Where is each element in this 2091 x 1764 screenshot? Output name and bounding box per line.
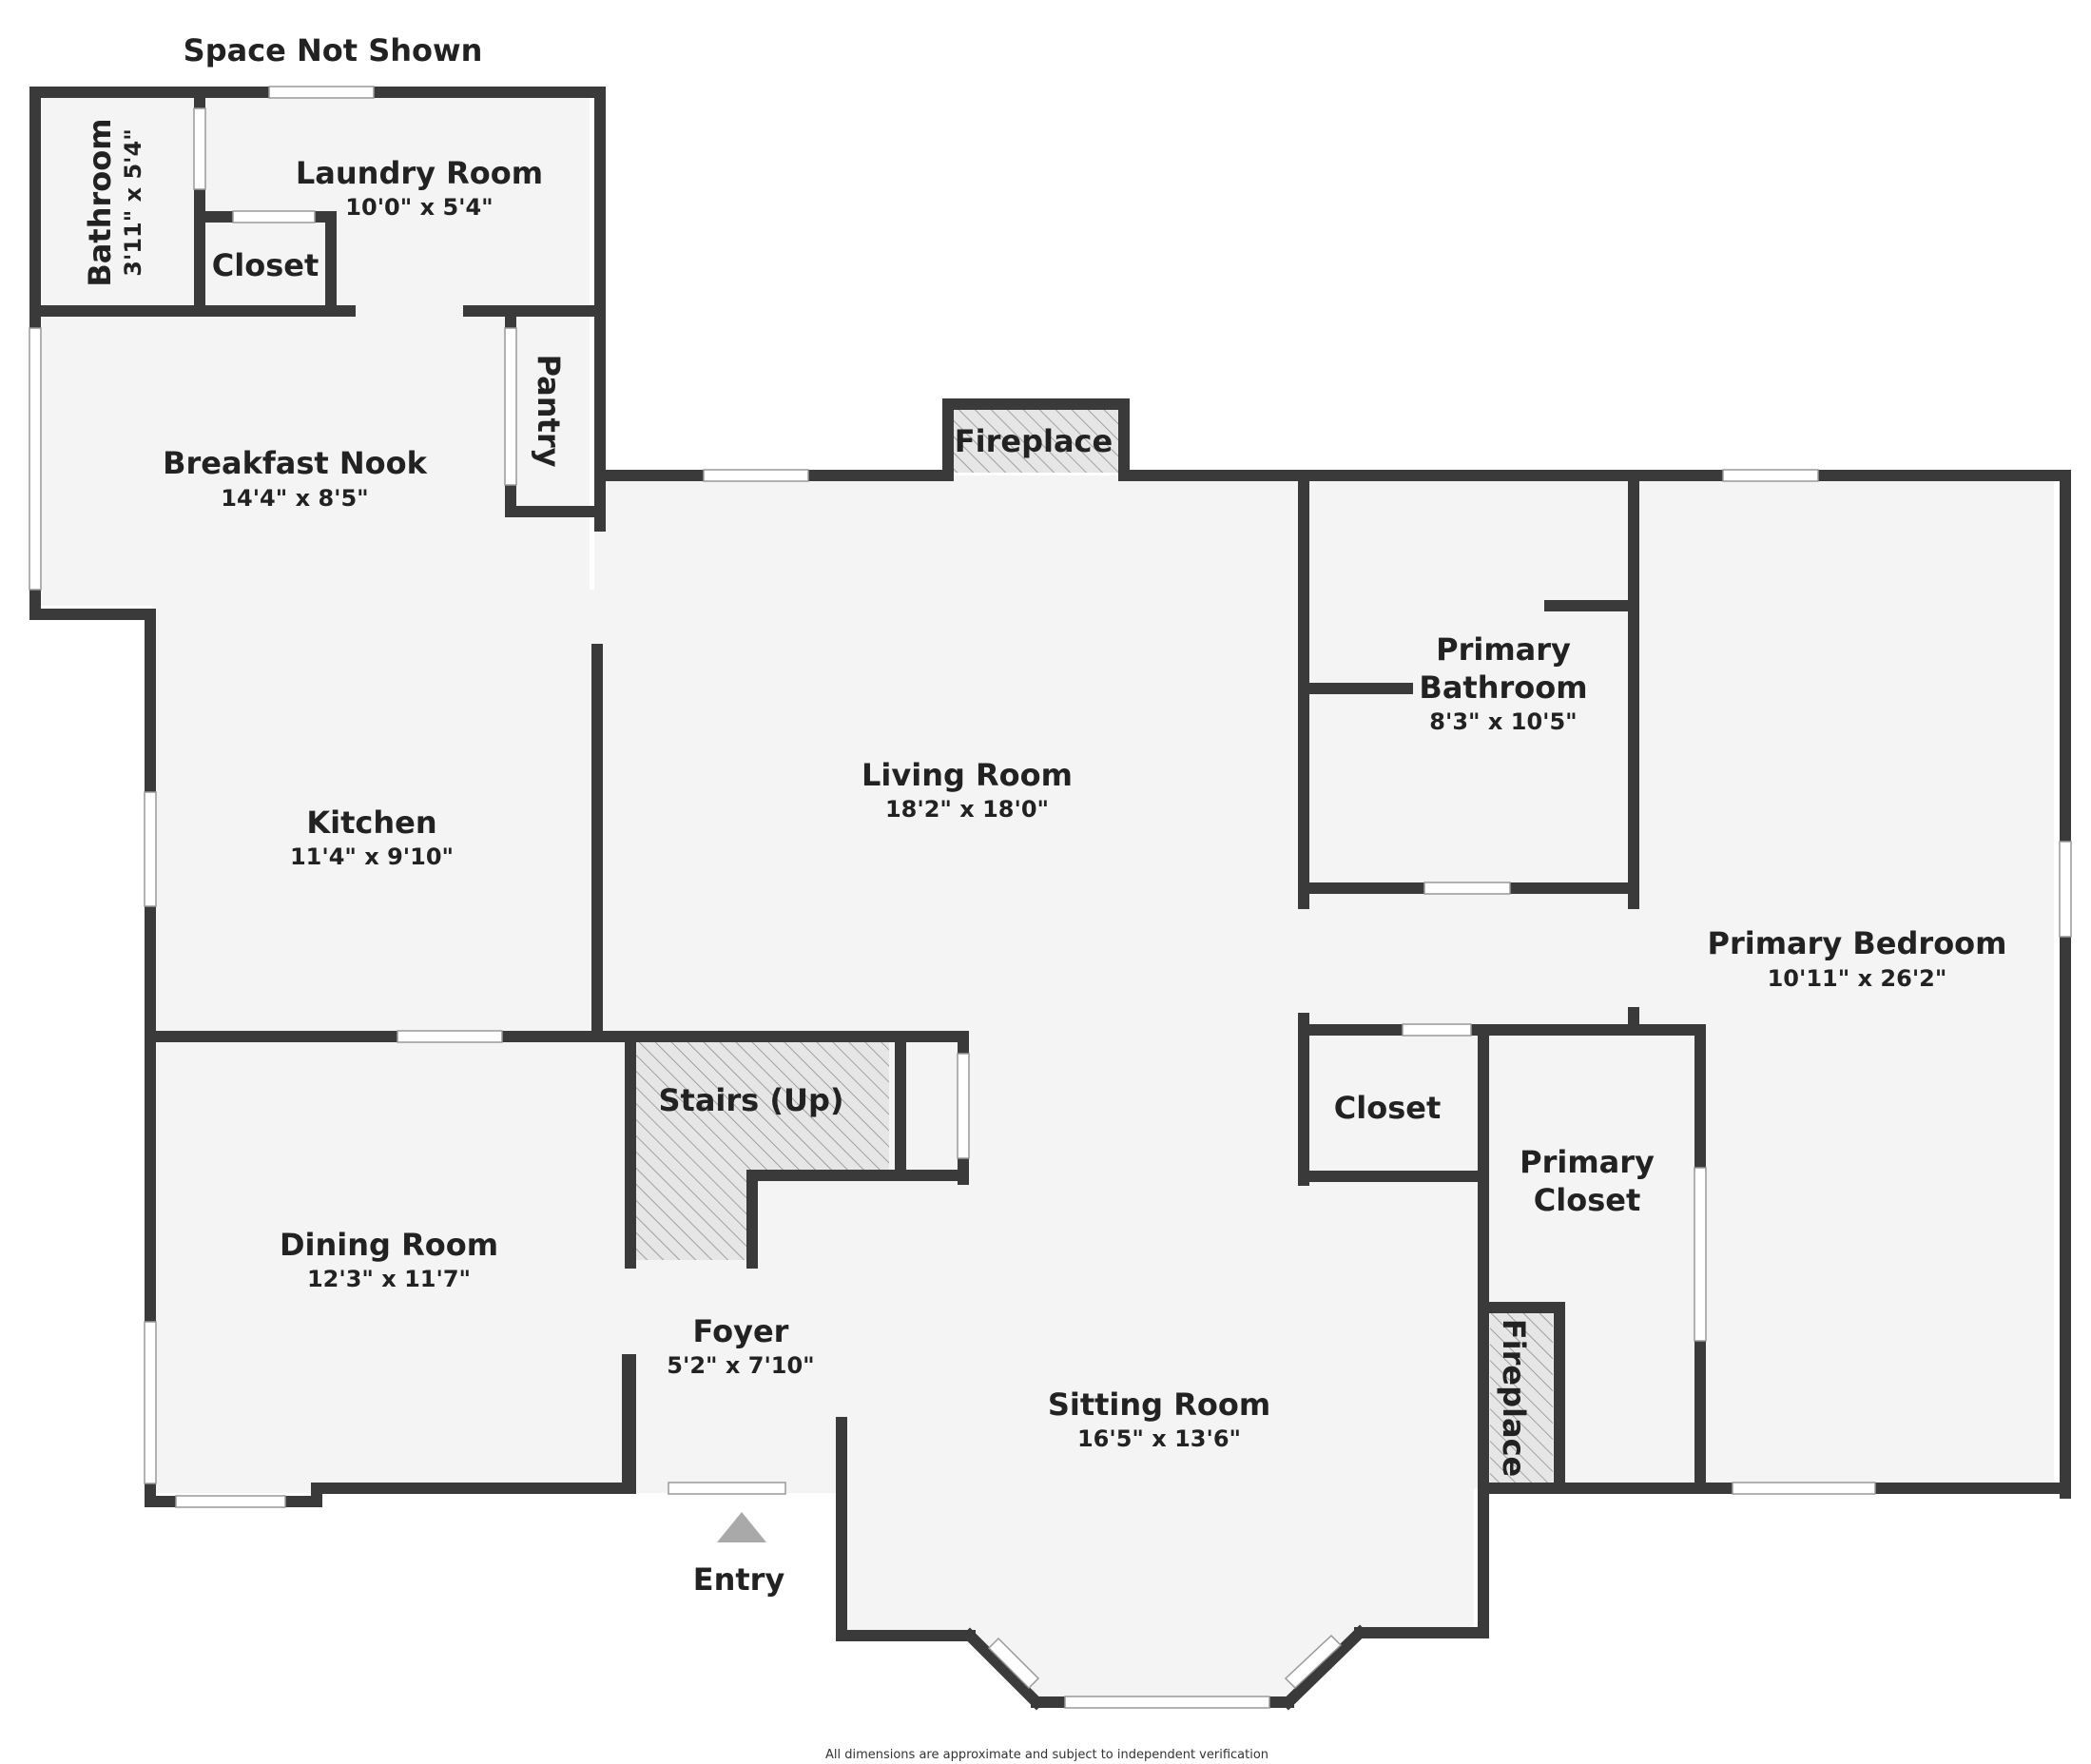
stairs-area [635, 1041, 889, 1260]
kitchen-label: Kitchen [306, 804, 436, 841]
bathroom-label: Bathroom [82, 118, 118, 286]
primary-bedroom-dims: 10'11" x 26'2" [1768, 965, 1947, 992]
fireplace-top-hearth [948, 404, 1118, 473]
foyer-label: Foyer [693, 1313, 789, 1349]
laundry-room-dims: 10'0" x 5'4" [345, 194, 493, 221]
entry-label: Entry [693, 1561, 785, 1598]
fireplace-side-hearth [1490, 1312, 1553, 1483]
breakfast-nook-label: Breakfast Nook [163, 445, 428, 481]
living-room-dims: 18'2" x 18'0" [885, 796, 1049, 823]
dining-room-label: Dining Room [280, 1227, 498, 1263]
dining-room-dims: 12'3" x 11'7" [307, 1266, 471, 1292]
living-room-label: Living Room [862, 757, 1073, 793]
bathroom-dims: 3'11" x 5'4" [120, 128, 146, 276]
breakfast-nook-dims: 14'4" x 8'5" [221, 485, 368, 512]
entry-arrow-icon [717, 1512, 766, 1542]
primary-bedroom-label: Primary Bedroom [1707, 925, 2006, 961]
kitchen-dims: 11'4" x 9'10" [290, 843, 454, 870]
sitting-room-label: Sitting Room [1048, 1386, 1270, 1423]
closet-upper-label: Closet [212, 247, 319, 283]
primary-bathroom-dims: 8'3" x 10'5" [1429, 708, 1577, 735]
closet-mid-label: Closet [1334, 1090, 1441, 1126]
pantry-label: Pantry [531, 355, 567, 468]
primary-closet-label-1: Primary [1520, 1144, 1655, 1180]
laundry-room-label: Laundry Room [296, 155, 543, 191]
primary-bathroom-label-2: Bathroom [1419, 669, 1587, 706]
primary-closet-label-2: Closet [1534, 1182, 1640, 1218]
fireplace-top-label: Fireplace [955, 423, 1113, 459]
sitting-room-dims: 16'5" x 13'6" [1077, 1425, 1241, 1452]
disclaimer: All dimensions are approximate and subje… [825, 1748, 1268, 1762]
space-not-shown-label: Space Not Shown [184, 32, 483, 68]
primary-bathroom-label-1: Primary [1436, 631, 1571, 668]
fireplace-side-label: Fireplace [1496, 1319, 1532, 1477]
floor-area [38, 97, 2054, 1697]
foyer-dims: 5'2" x 7'10" [667, 1352, 814, 1379]
windows [29, 86, 2072, 1709]
stairs-label: Stairs (Up) [658, 1082, 843, 1118]
